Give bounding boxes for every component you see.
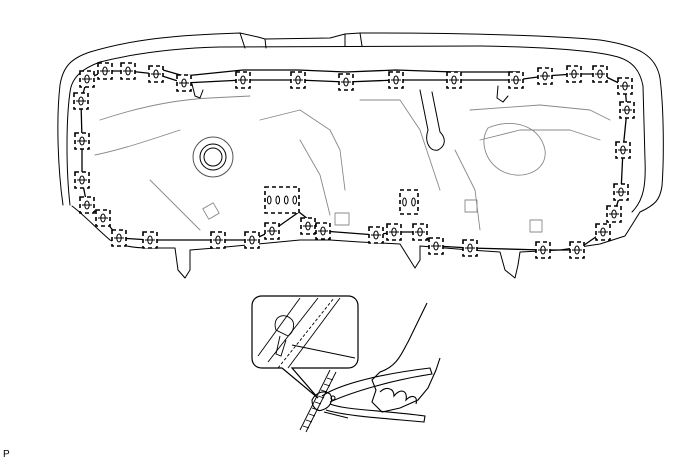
clip-marker: [142, 231, 158, 249]
clip-marker: [244, 231, 260, 249]
clip-marker: [176, 74, 192, 92]
inset-frame: [251, 295, 359, 399]
clip-marker: [592, 65, 608, 83]
clip-marker: [412, 223, 428, 241]
clip-marker: [428, 237, 444, 255]
figure-corner-label: P: [3, 449, 10, 460]
clip-marker: [446, 71, 462, 89]
clip-marker: [111, 229, 127, 247]
inset-callout: [251, 295, 359, 399]
harness-top-upper: [155, 67, 517, 77]
inset-strip-4: [287, 297, 341, 369]
contour-lower-left: [149, 179, 201, 231]
clip-markers: [73, 62, 635, 259]
contour-right-2: [479, 129, 601, 141]
contour-left-2: [94, 129, 181, 156]
clip-marker: [73, 92, 89, 110]
clip-marker: [595, 223, 611, 241]
top-ridge: [239, 32, 363, 49]
speaker-hole-left: [192, 136, 234, 178]
contour-mid-1: [259, 109, 346, 191]
clip-marker: [120, 62, 136, 80]
clip-marker: [74, 132, 90, 150]
clip-marker: [615, 141, 631, 159]
clip-marker: [97, 62, 113, 80]
panel-line: [323, 411, 349, 419]
panel-outline: [71, 205, 641, 279]
hand-outline: [371, 302, 441, 413]
inset-clip-stem: [275, 335, 287, 357]
contour-lower-right: [454, 149, 481, 231]
inset-clip-head: [274, 315, 295, 337]
clip-marker: [148, 65, 164, 83]
clip-marker: [235, 71, 251, 89]
clip-marker: [613, 183, 629, 201]
center-mount: [419, 89, 445, 151]
tab-square-4: [334, 212, 350, 226]
clip-marker: [210, 231, 226, 249]
clip-marker: [535, 241, 551, 259]
inset-strip-3: [277, 297, 335, 369]
tab-square-1: [202, 202, 220, 220]
clip-marker: [290, 71, 306, 89]
clip-marker: [386, 223, 402, 241]
clip-marker: [569, 241, 585, 259]
clip-marker: [79, 196, 95, 214]
clip-group-stacked: [264, 186, 300, 214]
clip-marker: [566, 65, 582, 83]
clip-marker: [388, 71, 404, 89]
tab-square-2: [464, 199, 478, 213]
pliers-lower-handle: [325, 403, 426, 423]
clip-marker: [74, 171, 90, 189]
contour-left-1: [99, 95, 251, 121]
cut-strip-hatch: [302, 377, 334, 429]
clip-marker: [462, 239, 478, 257]
pliers-illustration: [299, 302, 441, 433]
rear-speaker-right: [483, 122, 546, 176]
outer-trim-outline: [57, 32, 664, 213]
inset-panel-edge: [291, 344, 356, 359]
hand-fingers: [379, 387, 417, 405]
inset-strip-1: [257, 297, 301, 357]
contour-right-1: [469, 104, 611, 121]
inner-trim-outline: [66, 45, 646, 213]
clip-marker: [95, 209, 111, 227]
clip-marker: [368, 226, 384, 244]
right-hook: [496, 85, 509, 103]
clip-marker: [619, 101, 635, 119]
clip-marker: [79, 70, 95, 88]
clip-marker: [606, 205, 622, 223]
contour-mid-2: [359, 99, 441, 191]
pliers-pivot: [330, 395, 336, 401]
pliers-upper-handle: [321, 367, 433, 403]
tab-square-3: [529, 219, 543, 233]
clip-marker: [338, 73, 354, 91]
clip-marker: [617, 77, 633, 95]
clip-marker: [537, 67, 553, 85]
clip-marker: [315, 222, 331, 240]
pliers-jaw: [311, 391, 333, 412]
clip-marker: [300, 217, 316, 235]
clip-marker: [264, 222, 280, 240]
harness-top: [86, 70, 628, 215]
clip-group-stacked: [399, 189, 419, 215]
contour-lower-mid: [299, 139, 331, 216]
clip-marker: [508, 71, 524, 89]
left-hook: [191, 83, 204, 99]
